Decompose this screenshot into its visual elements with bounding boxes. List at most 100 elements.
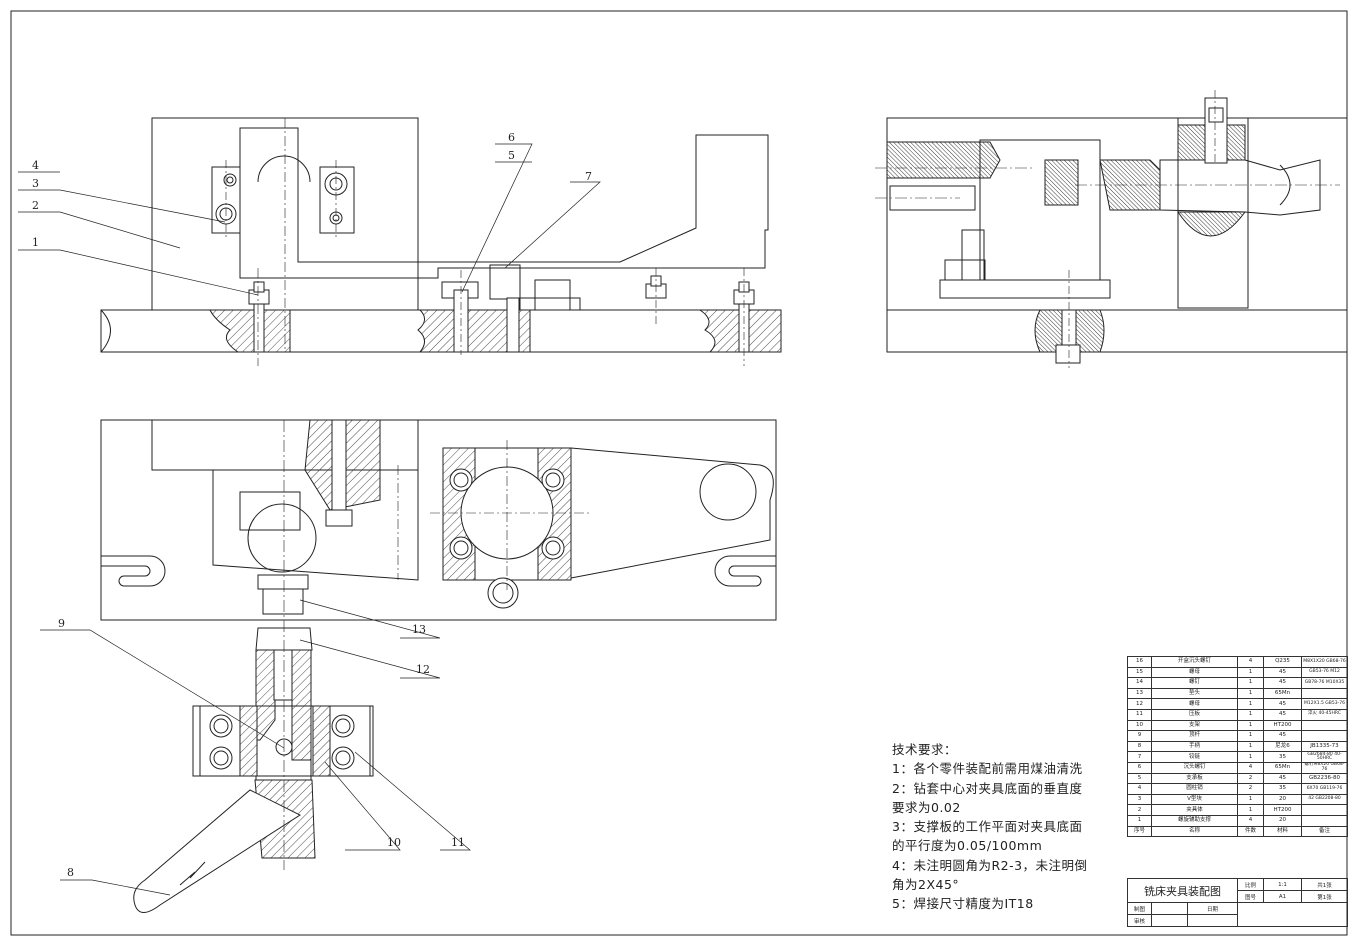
bom-cell: 1 xyxy=(1237,740,1264,753)
bom-cell: HT200 xyxy=(1263,719,1302,732)
bom-cell: 7 xyxy=(1127,751,1152,763)
tech-line: 1：各个零件装配前需用煤油清洗 xyxy=(892,761,1083,777)
sheets-total: 共1张 xyxy=(1301,878,1348,891)
side-view xyxy=(875,90,1348,368)
bom-cell: 45 xyxy=(1263,698,1302,710)
bom-cell: GB53-76 M12 xyxy=(1301,666,1348,679)
bom-cell: 15 xyxy=(1127,666,1152,679)
sheet-no: 第1张 xyxy=(1301,890,1348,903)
tech-line: 2：钻套中心对夹具底面的垂直度 xyxy=(892,780,1083,796)
bom-cell: 45 xyxy=(1263,730,1302,742)
bom-cell: 螺母 xyxy=(1151,666,1238,679)
bom-cell: GB78-76 M10X35 xyxy=(1301,677,1348,689)
bom-cell: 20 xyxy=(1263,814,1302,827)
bom-cell: 14 xyxy=(1127,677,1152,689)
leader-lines xyxy=(18,143,601,896)
bom-cell: 1 xyxy=(1237,677,1264,689)
bom-cell: 垫头 xyxy=(1151,687,1238,700)
bom-header-row: 序号名称件数材料备注 xyxy=(1127,825,1348,838)
callout-10: 10 xyxy=(387,836,401,849)
bom-cell: 42 GB2208-80 xyxy=(1301,793,1348,806)
bom-cell: 手柄 xyxy=(1151,740,1238,753)
checked-label: 审核 xyxy=(1127,914,1152,927)
bom-cell: 圆柱销 xyxy=(1151,783,1238,795)
bom-cell: 铰链 xyxy=(1151,751,1238,763)
bom-cell: 淬火 40-45HRC xyxy=(1301,708,1348,721)
drawing-title: 铣床夹具装配图 xyxy=(1127,878,1238,903)
bom-cell: 4 xyxy=(1237,814,1264,827)
bom-cell: 1 xyxy=(1237,751,1264,763)
bom-cell: 16 xyxy=(1127,656,1152,668)
callout-1: 1 xyxy=(32,236,39,249)
checked-value xyxy=(1151,914,1188,927)
bom-cell: 支承板 xyxy=(1151,772,1238,785)
bom-cell: 沉头螺钉 xyxy=(1151,761,1238,774)
callout-12: 12 xyxy=(416,663,430,676)
bom-cell xyxy=(1301,814,1348,827)
bom-cell: 65Mn xyxy=(1263,761,1302,774)
bom-cell: 螺母 xyxy=(1151,698,1238,710)
drawn-value xyxy=(1151,902,1188,915)
bom-cell: 65Mn xyxy=(1263,687,1302,700)
date-label: 日期 xyxy=(1187,902,1238,915)
bom-header-cell: 材料 xyxy=(1263,825,1302,838)
bom-cell: 2 xyxy=(1127,804,1152,816)
callout-2: 2 xyxy=(32,199,39,212)
callout-8: 8 xyxy=(67,866,74,879)
bom-cell: 螺旋辅助支撑 xyxy=(1151,814,1238,827)
bom-cell: 4 xyxy=(1237,761,1264,774)
tech-line: 角为2X45° xyxy=(892,877,960,893)
bom-cell: HT200 xyxy=(1263,804,1302,816)
title-block-blank xyxy=(1237,902,1348,927)
bom-cell: 4 xyxy=(1237,656,1264,668)
bom-cell: 螺钉M8X20 GB68-76 xyxy=(1301,761,1348,774)
bom-cell: 3 xyxy=(1127,793,1152,806)
bom-cell: 2 xyxy=(1237,772,1264,785)
tech-line: 的平行度为0.05/100mm xyxy=(892,838,1043,854)
bom-cell: 9 xyxy=(1127,730,1152,742)
bom-cell xyxy=(1301,804,1348,816)
bom-cell xyxy=(1301,719,1348,732)
sheet-border xyxy=(10,10,1348,936)
bom-cell: V型块 xyxy=(1151,793,1238,806)
bom-cell: 5 xyxy=(1127,772,1152,785)
bom-cell: 35 xyxy=(1263,751,1302,763)
bom-cell: 支架 xyxy=(1151,719,1238,732)
bom-cell: 45 xyxy=(1263,666,1302,679)
bom-cell: 1 xyxy=(1237,666,1264,679)
bom-cell: 6X70 GB119-76 xyxy=(1301,783,1348,795)
title-block: 铣床夹具装配图 比例 1:1 共1张 图号 A1 第1张 制图 日期 审核 xyxy=(1127,878,1348,927)
bom-header-cell: 名称 xyxy=(1151,825,1238,838)
callout-labels: 1 2 3 4 5 6 7 8 9 10 11 12 13 xyxy=(32,131,592,879)
bom-cell: 11 xyxy=(1127,708,1152,721)
callout-13: 13 xyxy=(412,623,426,636)
front-view xyxy=(100,117,782,366)
bom-cell: M8X1X20 GB68-76 xyxy=(1301,656,1348,668)
bom-cell: 45 xyxy=(1263,677,1302,689)
bom-cell: 6 xyxy=(1127,761,1152,774)
callout-4: 4 xyxy=(32,159,39,172)
callout-9: 9 xyxy=(58,617,65,630)
bom-cell: 45 xyxy=(1263,772,1302,785)
bom-cell: 1 xyxy=(1237,708,1264,721)
bom-cell: 1 xyxy=(1237,793,1264,806)
tech-line: 4：未注明圆角为R2-3，未注明倒 xyxy=(892,857,1088,873)
callout-11: 11 xyxy=(451,836,465,849)
bom-cell: 20 xyxy=(1263,793,1302,806)
bom-cell: 1 xyxy=(1237,698,1264,710)
